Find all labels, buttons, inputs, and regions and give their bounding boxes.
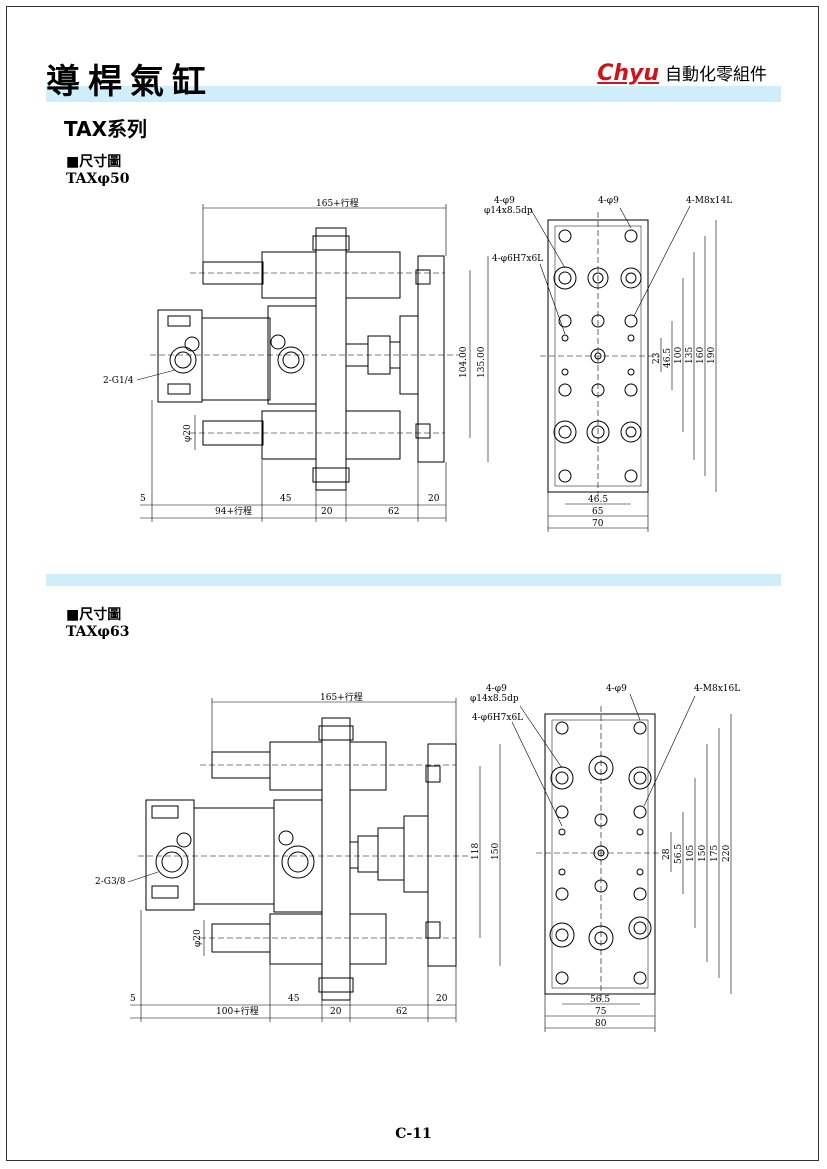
dim-v2: 56.5 (674, 844, 684, 864)
dim-w2: 65 (592, 507, 604, 517)
hole-label-c: 4-M8x16L (694, 684, 740, 694)
dim-20b: 20 (428, 494, 440, 504)
dim-45: 45 (288, 994, 300, 1004)
dim-w2: 75 (595, 1007, 607, 1017)
section-model: TAXφ50 (66, 171, 130, 187)
dim-v1: 28 (662, 848, 672, 860)
page-frame (6, 6, 819, 1161)
dim-v3: 100 (674, 347, 684, 364)
dim-height-inner: 118 (471, 843, 481, 860)
dim-stroke-length: 165+行程 (316, 197, 359, 209)
dim-5: 5 (130, 994, 136, 1004)
dim-height-outer: 135.00 (477, 346, 487, 378)
rod-diameter: φ20 (183, 424, 193, 442)
hole-label-b: 4-φ9 (598, 196, 619, 206)
rod-diameter: φ20 (193, 929, 203, 947)
hole-label-b: 4-φ9 (606, 684, 627, 694)
dim-v4: 135 (685, 347, 695, 364)
dim-height-outer: 150 (491, 843, 501, 860)
pin-label: 4-φ6H7x6L (472, 713, 523, 723)
section-model: TAXφ63 (66, 624, 130, 640)
section-label: ■尺寸圖 (66, 154, 122, 170)
hole-label-a2: φ14x8.5dp (484, 206, 533, 216)
dim-v5: 175 (710, 845, 720, 862)
dim-v6: 190 (707, 347, 717, 364)
dim-base: 100+行程 (216, 1005, 259, 1017)
section-divider-band (46, 574, 781, 586)
dim-w1: 46.5 (588, 495, 608, 505)
dim-62: 62 (388, 507, 399, 517)
dim-v6: 220 (722, 845, 732, 862)
dim-v2: 46.5 (663, 348, 673, 368)
dim-62: 62 (396, 1007, 407, 1017)
pin-label: 4-φ6H7x6L (492, 254, 543, 264)
dim-v3: 105 (686, 845, 696, 862)
port-label: 2-G1/4 (103, 376, 134, 386)
brand: Chyu 自動化零組件 (597, 60, 767, 86)
page-number: C-11 (395, 1126, 432, 1142)
section-label: ■尺寸圖 (66, 607, 122, 623)
hole-label-a2: φ14x8.5dp (470, 694, 519, 704)
brand-logo: Chyu (597, 61, 659, 86)
dim-5: 5 (140, 494, 146, 504)
page-title: 導桿氣缸 (46, 62, 214, 102)
series-title: TAX系列 (64, 117, 147, 141)
side-view-drawing: 165+行程 2-G3/8 φ20 118 150 5 100+行程 45 20… (95, 691, 501, 1022)
dim-20a: 20 (321, 507, 333, 517)
dim-20a: 20 (330, 1007, 342, 1017)
side-view-drawing: 165+行程 2-G1/4 φ20 104.00 135.00 5 94+行程 … (103, 197, 489, 522)
dim-w1: 56.5 (590, 995, 610, 1005)
dim-w3: 70 (592, 519, 604, 529)
dim-w3: 80 (595, 1019, 607, 1029)
hole-label-a: 4-φ9 (494, 196, 515, 206)
front-view-drawing: 4-φ9 φ14x8.5dp 4-φ9 4-M8x16L 4-φ6H7x6L 2… (470, 684, 740, 1032)
header-band (46, 86, 781, 102)
dim-v4: 150 (698, 845, 708, 862)
brand-subtitle: 自動化零組件 (665, 65, 767, 85)
dim-20b: 20 (436, 994, 448, 1004)
port-label: 2-G3/8 (95, 877, 126, 887)
dim-base: 94+行程 (215, 505, 252, 517)
front-view-drawing: 4-φ9 φ14x8.5dp 4-φ9 4-M8x14L 4-φ6H7x6L 2… (484, 196, 732, 532)
dim-height-inner: 104.00 (459, 346, 469, 378)
hole-label-c: 4-M8x14L (686, 196, 732, 206)
hole-label-a: 4-φ9 (486, 684, 507, 694)
dim-v1: 23 (652, 352, 662, 364)
dim-stroke-length: 165+行程 (320, 691, 363, 703)
dim-v5: 160 (696, 347, 706, 364)
dim-45: 45 (280, 494, 292, 504)
